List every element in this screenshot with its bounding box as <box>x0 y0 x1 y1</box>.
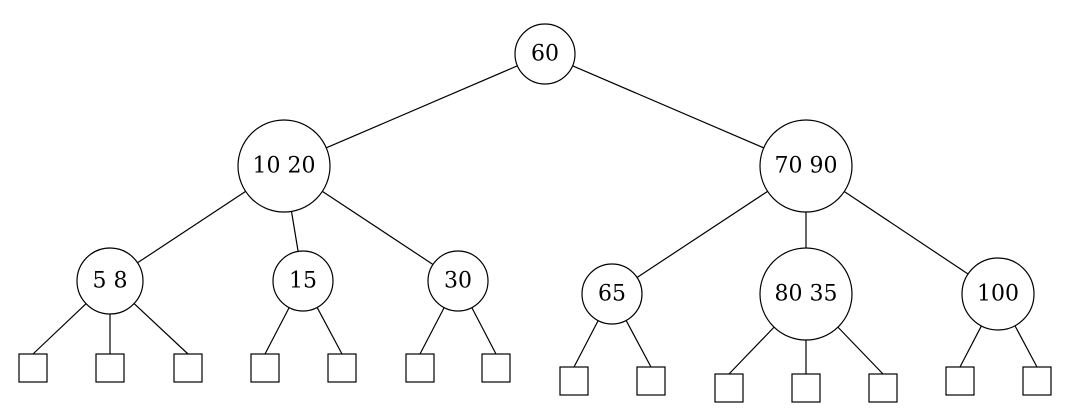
node-circle <box>961 257 1035 331</box>
node-label: 80 35 <box>775 282 838 307</box>
edge-n1020-n15 <box>290 211 299 252</box>
node-label: 70 90 <box>775 154 838 179</box>
leaf-edge-n8035-2 <box>837 326 884 375</box>
leaf-edge-n58-2 <box>133 303 189 355</box>
leaf-edge-n15-1 <box>316 307 343 355</box>
leaf-edge-n30-0 <box>419 307 445 355</box>
edge-n1020-n30 <box>322 190 434 265</box>
leaf-box <box>945 366 975 396</box>
nodes-layer: 60 10 20 70 90 5 8 15 30 65 80 35 100 <box>76 23 1035 341</box>
leaf-edge-n65-1 <box>625 320 652 368</box>
leaf-edge-n8035-0 <box>728 326 775 375</box>
leaf-box <box>868 373 898 403</box>
leaf-box <box>327 353 357 383</box>
node-circle <box>759 247 853 341</box>
leaf-box <box>95 353 125 383</box>
leaf-edge-n30-1 <box>471 307 497 355</box>
node-label: 10 20 <box>253 154 316 179</box>
node-label: 60 <box>531 42 559 67</box>
edge-root-n7090 <box>572 65 764 149</box>
edge-n1020-n58 <box>137 190 246 264</box>
leaf-box <box>18 353 48 383</box>
node-circle <box>272 250 334 312</box>
node-circle <box>237 119 331 213</box>
node-circle <box>581 263 643 325</box>
leaves-layer <box>18 353 1052 403</box>
tree-node-root: 60 <box>514 23 576 85</box>
leaf-box <box>714 373 744 403</box>
node-label: 5 8 <box>93 269 128 294</box>
node-label: 15 <box>289 269 317 294</box>
edge-n7090-n100 <box>843 191 969 275</box>
tree-node-n15: 15 <box>272 250 334 312</box>
leaf-edge-n100-1 <box>1014 325 1038 368</box>
leaf-edge-n100-0 <box>959 325 982 368</box>
edge-root-n1020 <box>326 65 518 149</box>
leaf-edge-n58-0 <box>32 303 87 355</box>
node-circle <box>427 250 489 312</box>
leaf-edge-n65-0 <box>573 320 599 368</box>
leaf-box <box>173 353 203 383</box>
leaf-box <box>481 353 511 383</box>
node-circle <box>76 247 144 315</box>
node-circle <box>759 119 853 213</box>
edges-layer <box>32 65 1038 375</box>
leaf-edge-n15-0 <box>264 307 290 355</box>
node-label: 100 <box>977 282 1019 307</box>
edge-n7090-n65 <box>636 190 768 278</box>
tree-node-n7090: 70 90 <box>759 119 853 213</box>
leaf-box <box>405 353 435 383</box>
tree-node-n58: 5 8 <box>76 247 144 315</box>
leaf-box <box>250 353 280 383</box>
leaf-box <box>636 366 666 396</box>
tree-node-n1020: 10 20 <box>237 119 331 213</box>
tree-node-n30: 30 <box>427 250 489 312</box>
leaf-box <box>791 373 821 403</box>
leaf-box <box>559 366 589 396</box>
tree-node-n65: 65 <box>581 263 643 325</box>
tree-node-n100: 100 <box>961 257 1035 331</box>
node-label: 65 <box>598 282 626 307</box>
tree-node-n8035: 80 35 <box>759 247 853 341</box>
node-circle <box>514 23 576 85</box>
leaf-box <box>1022 366 1052 396</box>
node-label: 30 <box>444 269 472 294</box>
